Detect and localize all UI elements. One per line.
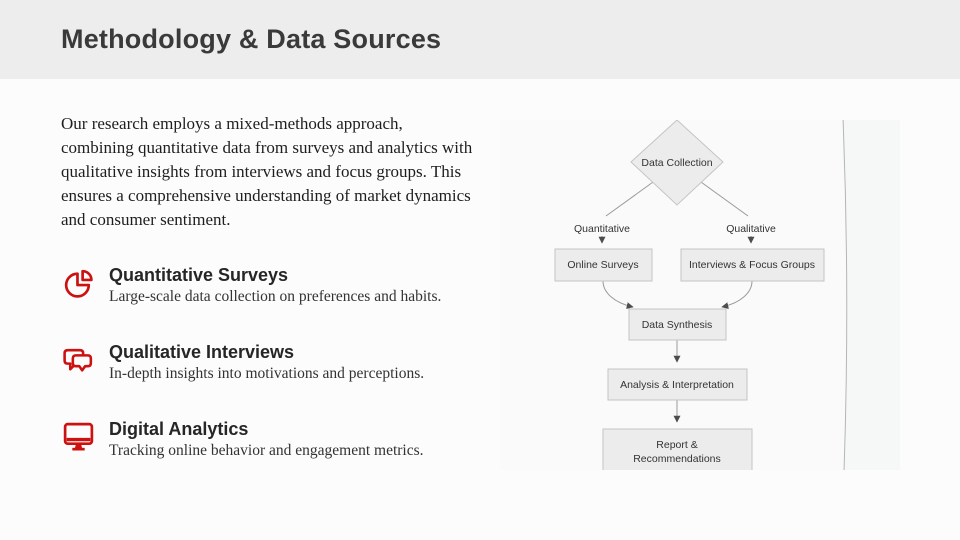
features-list: Quantitative Surveys Large-scale data co… [61,264,473,462]
methodology-flowchart: Data Collection Quantitative Qualitative… [554,120,900,470]
svg-text:Interviews & Focus Groups: Interviews & Focus Groups [689,259,815,271]
node-online-surveys: Online Surveys [554,248,653,282]
decorative-arc-fill [843,120,900,470]
svg-text:Recommendations: Recommendations [633,453,721,465]
node-data-collection: Data Collection [630,120,724,206]
feature-text: Qualitative Interviews In-depth insights… [109,341,424,385]
node-interviews-focus-groups: Interviews & Focus Groups [680,248,825,282]
feature-title: Digital Analytics [109,419,249,439]
edge-label-qualitative: Qualitative [725,220,777,235]
pie-chart-icon [61,265,96,301]
svg-text:Data Collection: Data Collection [641,157,712,169]
slide-header: Methodology & Data Sources [0,0,960,79]
feature-qualitative-interviews: Qualitative Interviews In-depth insights… [61,341,473,385]
feature-quantitative-surveys: Quantitative Surveys Large-scale data co… [61,264,473,308]
node-analysis-interpretation: Analysis & Interpretation [607,368,748,401]
feature-description: Large-scale data collection on preferenc… [109,288,442,305]
edge-label-quantitative: Quantitative [573,220,631,235]
feature-description: Tracking online behavior and engagement … [109,442,424,459]
decorative-arc-line [842,120,848,470]
svg-text:Data Synthesis: Data Synthesis [642,319,713,331]
feature-digital-analytics: Digital Analytics Tracking online behavi… [61,418,473,462]
chat-bubbles-icon [61,342,96,378]
feature-text: Digital Analytics Tracking online behavi… [109,418,424,462]
flowchart-panel: Data Collection Quantitative Qualitative… [500,120,900,470]
feature-title: Qualitative Interviews [109,342,295,362]
node-report-recommendations: Report & Recommendations [602,428,753,470]
svg-text:Qualitative: Qualitative [726,223,776,235]
svg-text:Analysis & Interpretation: Analysis & Interpretation [620,379,734,391]
svg-text:Report &: Report & [656,439,697,451]
monitor-icon [61,419,96,455]
feature-title: Quantitative Surveys [109,265,289,285]
page-title: Methodology & Data Sources [61,24,442,54]
svg-text:Online Surveys: Online Surveys [567,259,638,271]
intro-paragraph: Our research employs a mixed-methods app… [61,114,473,229]
flowchart-edges [598,176,755,423]
left-content: Our research employs a mixed-methods app… [61,112,473,495]
feature-description: In-depth insights into motivations and p… [109,365,425,382]
svg-text:Quantitative: Quantitative [574,223,630,235]
feature-text: Quantitative Surveys Large-scale data co… [109,264,441,308]
node-data-synthesis: Data Synthesis [628,308,727,341]
